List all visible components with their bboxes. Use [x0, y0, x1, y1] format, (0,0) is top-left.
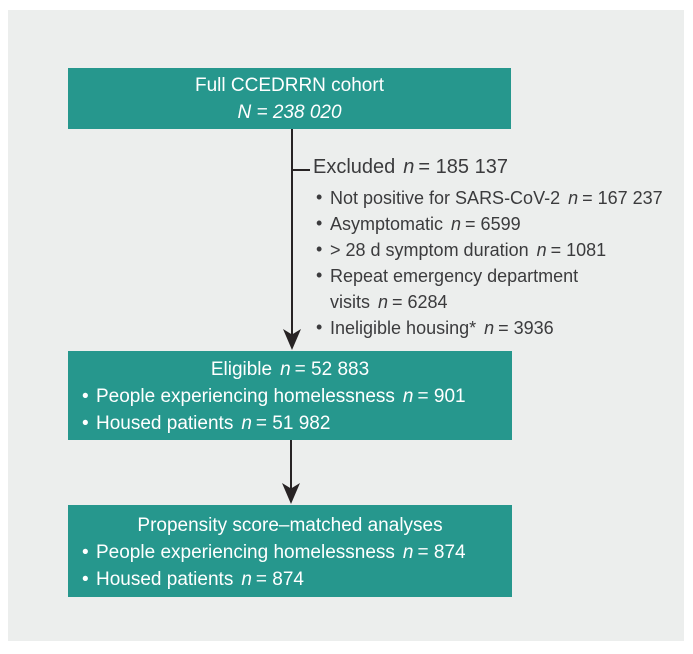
eligible-item-value: = 51 982: [255, 413, 331, 434]
excluded-item-value: = 167 237: [582, 188, 663, 208]
bullet-icon: •: [316, 265, 323, 285]
eligible-title-text: Eligible: [210, 359, 273, 380]
eligible-title-value: = 52 883: [294, 359, 370, 380]
matched-item-housed: • Housed patients n= 874: [82, 566, 512, 593]
bullet-icon: •: [316, 239, 323, 259]
eligible-title-n: n: [280, 359, 291, 380]
bullet-icon: •: [82, 413, 89, 434]
matched-item-text: Housed patients: [96, 569, 234, 590]
excluded-item-not-positive: • Not positive for SARS-CoV-2 n= 167 237: [313, 185, 683, 211]
matched-item-n: n: [241, 569, 252, 590]
excluded-item-text: Repeat emergency department: [330, 266, 579, 286]
excluded-item-value: = 3936: [498, 318, 554, 338]
excluded-item-text: Ineligible housing*: [330, 318, 477, 338]
eligible-item-text: People experiencing homelessness: [96, 386, 395, 407]
cohort-box: Full CCEDRRN cohort N = 238 020: [68, 68, 511, 129]
excluded-item-value: = 1081: [550, 240, 607, 260]
excluded-n: n: [403, 156, 415, 178]
cohort-box-title: Full CCEDRRN cohort: [195, 75, 384, 96]
eligible-item-n: n: [402, 386, 414, 407]
cohort-box-n: N = 238 020: [237, 102, 342, 123]
excluded-item-symptom-duration: • > 28 d symptom duration n= 1081: [313, 237, 683, 263]
excluded-item-value: = 6599: [465, 214, 521, 234]
excluded-item-n: n: [378, 292, 389, 312]
matched-box-title: Propensity score–matched analyses: [137, 515, 443, 536]
eligible-item-text: Housed patients: [96, 413, 234, 434]
bullet-icon: •: [316, 187, 323, 207]
excluded-item-text: Asymptomatic: [330, 214, 444, 234]
bullet-icon: •: [82, 569, 89, 590]
eligible-item-housed: • Housed patients n= 51 982: [82, 410, 512, 437]
excluded-heading: Excluded n= 185 137: [313, 154, 683, 180]
eligible-item-n: n: [241, 413, 252, 434]
matched-item-homelessness: • People experiencing homelessness n= 874: [82, 539, 512, 566]
excluded-item-text: Not positive for SARS-CoV-2: [330, 188, 561, 208]
bullet-icon: •: [82, 386, 89, 407]
excluded-item-text: > 28 d symptom duration: [330, 240, 529, 260]
excluded-item-n: n: [484, 318, 495, 338]
eligible-item-homelessness: • People experiencing homelessness n= 901: [82, 383, 512, 410]
excluded-item-n: n: [536, 240, 547, 260]
eligible-box-title: Eligible n= 52 883: [68, 356, 512, 383]
excluded-item-asymptomatic: • Asymptomatic n= 6599: [313, 211, 683, 237]
matched-item-text: People experiencing homelessness: [96, 542, 395, 563]
excluded-item-n: n: [568, 188, 579, 208]
excluded-value: = 185 137: [418, 156, 508, 178]
bullet-icon: •: [316, 213, 323, 233]
excluded-item-ineligible-housing: • Ineligible housing* n= 3936: [313, 315, 683, 341]
excluded-item-n: n: [451, 214, 462, 234]
matched-item-value: = 874: [255, 569, 304, 590]
matched-box: Propensity score–matched analyses • Peopl…: [68, 505, 512, 597]
matched-item-value: = 874: [417, 542, 466, 563]
eligible-item-value: = 901: [417, 386, 466, 407]
excluded-label: Excluded: [313, 156, 396, 178]
matched-item-n: n: [402, 542, 414, 563]
bullet-icon: •: [82, 542, 89, 563]
excluded-item-text-continued: visits: [330, 292, 370, 312]
bullet-icon: •: [316, 317, 323, 337]
excluded-item-value: = 6284: [392, 292, 448, 312]
